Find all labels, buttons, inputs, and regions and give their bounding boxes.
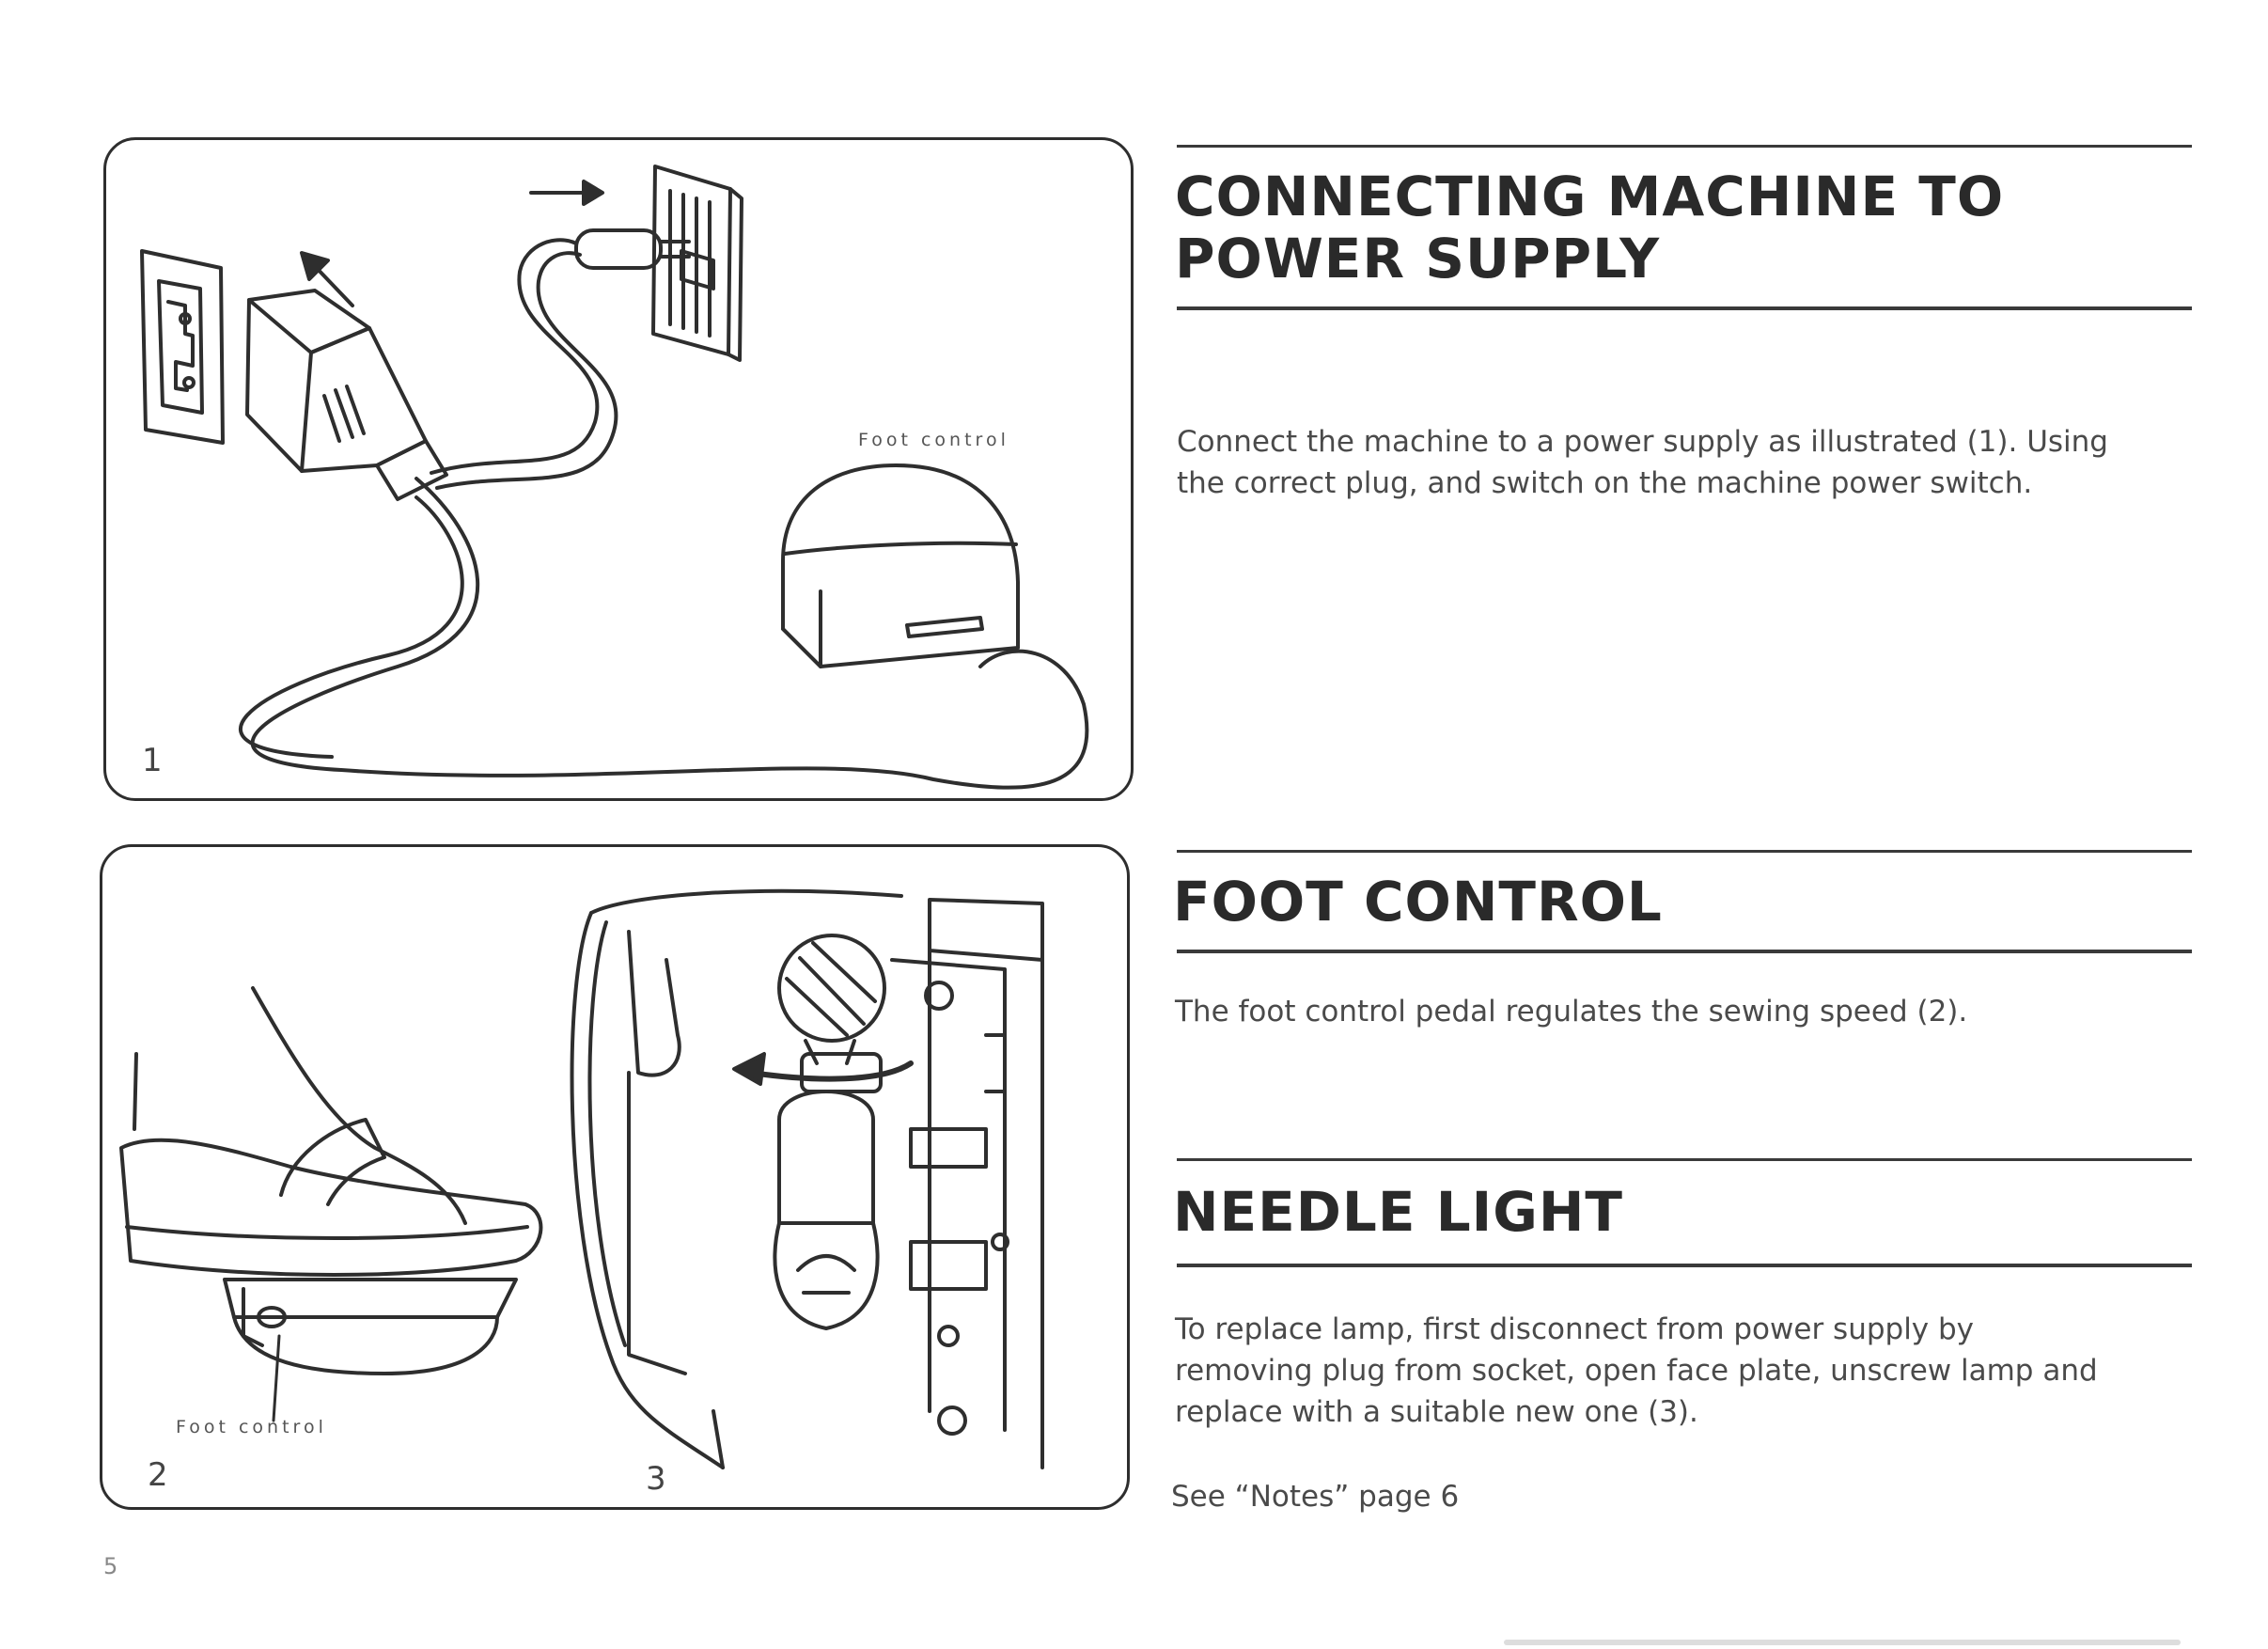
scan-edge-mark xyxy=(1504,1640,2181,1645)
section-rule-bottom-foot xyxy=(1177,950,2192,953)
figure-number-3: 3 xyxy=(646,1460,666,1498)
needle-body-line2: removing plug from socket, open face pla… xyxy=(1175,1354,2098,1388)
machine-plug-drawing xyxy=(245,289,448,501)
lamp-replacement-drawing xyxy=(570,888,1044,1469)
figure-2-3-panel: Foot control 2 3 xyxy=(100,844,1130,1510)
foot-body: The foot control pedal regulates the sew… xyxy=(1175,995,1968,1029)
section-rule-top-needle xyxy=(1177,1158,2192,1161)
power-body-line1: Connect the machine to a power supply as… xyxy=(1177,425,2108,459)
section-heading-power-line2: POWER SUPPLY xyxy=(1175,227,1661,291)
foot-control-callout-2: Foot control xyxy=(176,1417,327,1437)
machine-socket-drawing xyxy=(140,249,225,445)
figure-number-2: 2 xyxy=(148,1456,168,1494)
needle-note: See “Notes” page 6 xyxy=(1171,1480,1460,1514)
wall-outlet-drawing xyxy=(651,165,743,362)
needle-body-line3: replace with a suitable new one (3). xyxy=(1175,1395,1698,1429)
section-rule-top-power xyxy=(1177,145,2192,148)
section-heading-foot: FOOT CONTROL xyxy=(1173,870,1663,934)
foot-control-callout-1: Foot control xyxy=(858,430,1009,450)
section-heading-power-line1: CONNECTING MACHINE TO xyxy=(1175,165,2005,228)
section-rule-top-foot xyxy=(1177,850,2192,853)
figure-2-3-illustration xyxy=(119,888,1044,1469)
needle-body-line1: To replace lamp, first disconnect from p… xyxy=(1175,1312,1975,1346)
figure-1-panel: Foot control 1 xyxy=(103,137,1134,801)
foot-control-drawing xyxy=(781,463,1020,668)
figure-number-1: 1 xyxy=(142,742,163,779)
section-rule-bottom-power xyxy=(1177,306,2192,310)
page-number: 5 xyxy=(103,1553,118,1579)
section-rule-bottom-needle xyxy=(1177,1264,2192,1267)
shoe-on-pedal-drawing xyxy=(119,986,543,1422)
figure-1-illustration xyxy=(140,165,1089,790)
section-heading-needle: NEEDLE LIGHT xyxy=(1173,1180,1623,1244)
power-body-line2: the correct plug, and switch on the mach… xyxy=(1177,466,2033,500)
